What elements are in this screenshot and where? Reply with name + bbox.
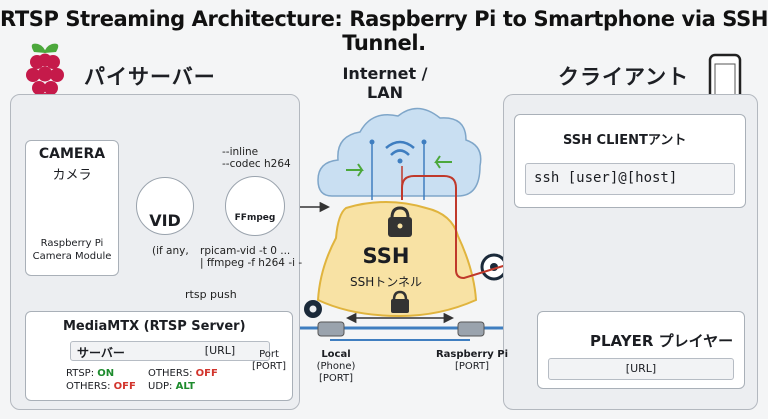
ssh-command-field[interactable]: ssh [user]@[host] [525, 163, 735, 195]
camera-box: CAMERA カメラ Raspberry Pi Camera Module [25, 140, 119, 276]
status-others-1: OTHERS: OFF [148, 368, 218, 379]
camera-sub-line2: Camera Module [32, 251, 112, 262]
mediamtx-title: MediaMTX (RTSP Server) [63, 319, 246, 334]
lock-icon [388, 206, 412, 237]
raspi-port-line1: Raspberry Pi [435, 349, 509, 360]
ssh-client-title: SSH CLIENTアント [563, 133, 687, 148]
camera-sub-line1: Raspberry Pi [40, 238, 104, 249]
local-line2: (Phone) [316, 361, 356, 372]
rtsp-push-label: rtsp push [185, 288, 237, 301]
raspi-port-label: Raspberry Pi [PORT] [432, 349, 512, 373]
status-value: OFF [195, 368, 218, 379]
vid-node: VID [136, 177, 194, 235]
server-heading: パイサーバー [84, 65, 216, 89]
ssh-label: SSH [362, 244, 410, 268]
status-key: UDP: [148, 381, 176, 392]
camera-subtitle: Raspberry Pi Camera Module [26, 237, 118, 263]
player-box: PLAYER プレイヤー [URL] [537, 311, 745, 389]
vid-label: VID [149, 211, 181, 230]
client-heading: クライアント [558, 65, 690, 89]
status-value: OFF [113, 381, 136, 392]
server-port-line1: Port [259, 349, 279, 360]
status-value: ON [97, 368, 115, 379]
ssh-client-box: SSH CLIENTアント ssh [user]@[host] [514, 114, 746, 208]
local-port-label: Local (Phone) [PORT] [311, 349, 361, 385]
mediamtx-box: MediaMTX (RTSP Server) サーバー [URL] RTSP: … [25, 311, 293, 401]
ffmpeg-node: FFmpeg [225, 176, 285, 236]
camera-title-jp: カメラ [52, 168, 92, 183]
diagram-title: RTSP Streaming Architecture: Raspberry P… [0, 7, 768, 55]
player-url-text: [URL] [625, 362, 657, 375]
ssh-tunnel-label: SSHトンネル [349, 275, 423, 289]
status-others-2: OTHERS: OFF [66, 381, 136, 392]
status-value: ALT [175, 381, 195, 392]
encoder-option-inline: --inline [222, 146, 259, 158]
raspi-port-connector [457, 321, 485, 337]
command-line-1: rpicam-vid -t 0 ... [200, 245, 291, 257]
encoder-option-codec: --codec h264 [222, 158, 291, 170]
if-any-note: (if any, [152, 245, 189, 257]
ssh-command-text: ssh [user]@[host] [534, 170, 678, 186]
local-port-connector [317, 321, 345, 337]
status-key: OTHERS: [66, 381, 114, 392]
status-udp: UDP: ALT [148, 381, 195, 392]
server-port-label: Port [PORT] [252, 349, 286, 373]
status-key: RTSP: [66, 368, 98, 379]
ssh-tunnel-shape [316, 201, 478, 318]
network-heading: Internet / LAN [342, 64, 428, 102]
ffmpeg-label: FFmpeg [234, 213, 276, 223]
cloud-icon [317, 107, 482, 200]
player-url-field[interactable]: [URL] [548, 358, 734, 380]
camera-title: CAMERA [38, 146, 106, 162]
mediamtx-field-value: [URL] [204, 344, 236, 357]
command-line-2: | ffmpeg -f h264 -i - [200, 257, 303, 269]
mediamtx-field-label: サーバー [77, 346, 125, 360]
status-key: OTHERS: [148, 368, 196, 379]
gear-icon-server [304, 300, 322, 318]
tunnel-lock-icon [391, 290, 409, 313]
raspi-port-line2: [PORT] [454, 361, 490, 372]
player-title: PLAYER プレイヤー [590, 332, 734, 350]
local-line3: [PORT] [318, 373, 354, 384]
status-rtsp: RTSP: ON [66, 368, 114, 379]
local-line1: Local [321, 349, 351, 360]
server-port-line2: [PORT] [252, 361, 287, 372]
mediamtx-server-field: サーバー [URL] [70, 341, 270, 361]
